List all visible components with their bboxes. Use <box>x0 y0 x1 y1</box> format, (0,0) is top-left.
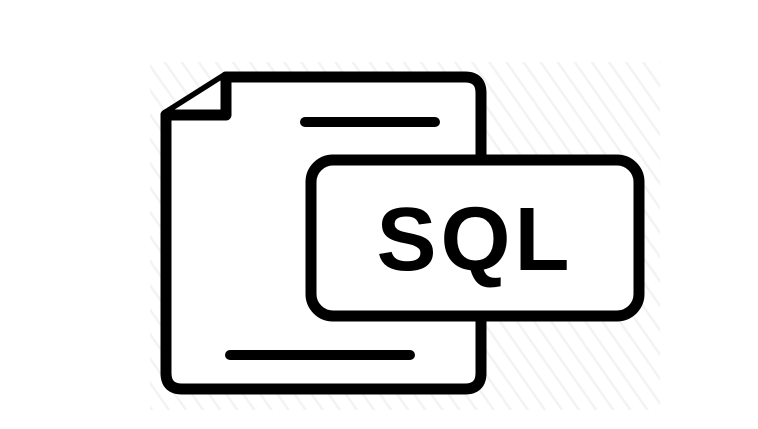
sql-label-text: SQL <box>376 190 573 290</box>
folded-corner <box>160 71 232 121</box>
sql-label-box <box>305 154 645 322</box>
